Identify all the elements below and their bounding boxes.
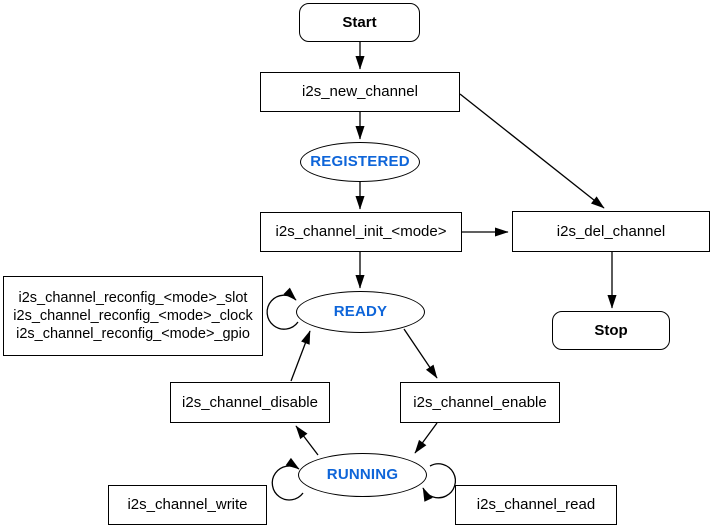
reconfig-clock-label: i2s_channel_reconfig_<mode>_clock [13,308,253,324]
node-i2s-del-channel: i2s_del_channel [512,211,710,252]
node-i2s-channel-write: i2s_channel_write [108,485,267,525]
edge-enable-to-running [414,422,438,454]
edge-ready-self-loop [266,287,299,330]
state-running: RUNNING [298,453,427,497]
edge-running-self-loop-left [271,457,304,501]
node-i2s-channel-disable: i2s_channel_disable [170,382,330,423]
edge-ready-to-enable [403,328,438,379]
node-start: Start [299,3,420,42]
state-ready: READY [296,291,425,333]
node-i2s-channel-reconfig-group: i2s_channel_reconfig_<mode>_slot i2s_cha… [3,276,263,356]
reconfig-slot-label: i2s_channel_reconfig_<mode>_slot [18,290,248,306]
edge-new-channel-to-del-channel [459,93,605,209]
node-i2s-channel-enable: i2s_channel_enable [400,382,560,423]
state-registered: REGISTERED [300,142,420,182]
node-i2s-new-channel: i2s_new_channel [260,72,460,112]
edge-running-self-loop-right [422,463,456,502]
node-i2s-channel-init: i2s_channel_init_<mode> [260,212,462,252]
reconfig-gpio-label: i2s_channel_reconfig_<mode>_gpio [16,326,250,342]
edge-running-to-disable [295,425,319,456]
edge-disable-to-ready [290,330,311,382]
node-stop: Stop [552,311,670,350]
node-i2s-channel-read: i2s_channel_read [455,485,617,525]
